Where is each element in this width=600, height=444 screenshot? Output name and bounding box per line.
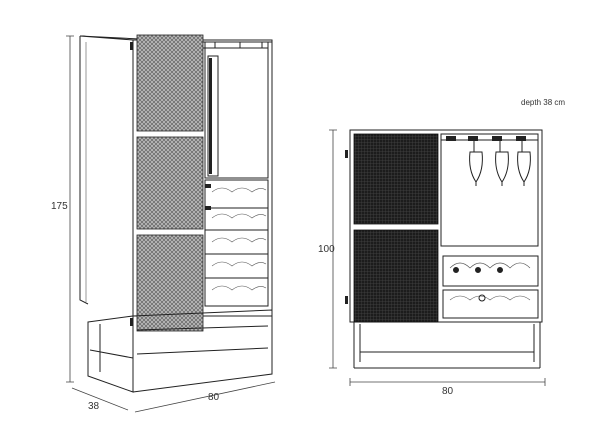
tall-cabinet-open-compartment (203, 41, 269, 179)
tall-cabinet-width-label: 80 (208, 392, 220, 403)
small-cabinet-width-label: 80 (442, 386, 454, 397)
hinge-icon (345, 150, 348, 158)
tall-cabinet (66, 34, 276, 413)
small-cabinet-rattan-door-top (353, 133, 439, 225)
wine-glass-icon (469, 141, 483, 186)
tall-cabinet-rattan-door-top (136, 34, 204, 132)
tall-cabinet-rattan-door-bottom (136, 234, 204, 332)
tall-cabinet-rattan-door-middle (136, 136, 204, 230)
wine-glass-icon (495, 141, 509, 186)
small-cabinet-rattan-door-bottom (353, 229, 439, 323)
tall-cabinet-dimension-lines (66, 35, 276, 413)
small-cabinet-wine-rack (442, 255, 539, 319)
tall-cabinet-side-front-edge (79, 36, 89, 305)
small-cabinet (329, 129, 546, 386)
small-cabinet-depth-note: depth 38 cm (521, 98, 566, 107)
tall-cabinet-inner-door-edge (207, 55, 219, 177)
handle-icon (205, 184, 211, 188)
hinge-icon (130, 318, 133, 326)
tall-cabinet-inner-door-shadow (209, 58, 212, 174)
small-cabinet-base-frame (353, 322, 541, 369)
tall-cabinet-wine-rack (204, 179, 269, 307)
tall-cabinet-base-frame (87, 309, 273, 393)
wine-glass-icon (517, 141, 531, 186)
tall-cabinet-depth-label: 38 (88, 401, 100, 412)
small-cabinet-open-compartment (440, 133, 539, 247)
hinge-icon (130, 42, 133, 50)
small-cabinet-dimension-lines (329, 129, 546, 386)
glass-holder-clips (446, 136, 526, 141)
small-cabinet-height-label: 100 (318, 244, 335, 255)
hinge-icon (345, 296, 348, 304)
tall-cabinet-height-label: 175 (51, 201, 68, 212)
glass-holder-rail (203, 42, 268, 49)
